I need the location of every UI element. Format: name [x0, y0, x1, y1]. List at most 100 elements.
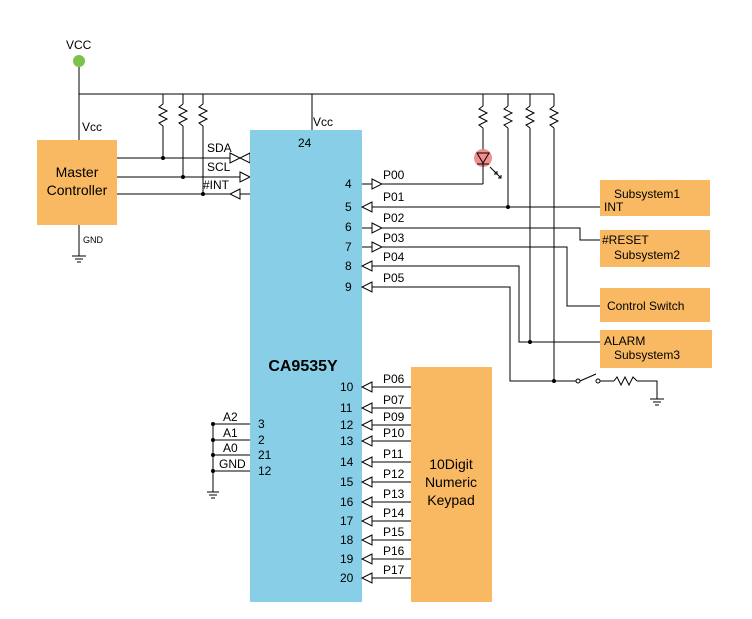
input-arrow-icon — [360, 496, 373, 508]
keypad-pin-row: 13 P10 — [340, 426, 411, 448]
gnd-pin-label: GND — [219, 457, 246, 471]
master-title-line2: Controller — [47, 182, 108, 198]
subsystem1-title: Subsystem1 — [614, 187, 680, 201]
subsystem1-int-label: INT — [604, 200, 624, 214]
ground-icon — [72, 255, 86, 263]
io-wires-top — [360, 178, 600, 383]
input-arrow-icon — [360, 435, 373, 447]
keypad-pin-signal: P14 — [383, 506, 405, 520]
ground-icon — [207, 491, 219, 499]
keypad-pin-signal: P07 — [383, 393, 405, 407]
master-controller: Vcc Master Controller GND — [37, 120, 117, 263]
keypad-pin-number: 18 — [340, 533, 354, 547]
pin-12-gnd: 12 — [258, 464, 272, 478]
keypad-pin-row: 18 P15 — [340, 525, 411, 547]
ground-icon — [650, 398, 664, 406]
pin-4: 4 — [345, 177, 352, 191]
input-arrow-icon — [360, 515, 373, 527]
master-vcc-label: Vcc — [82, 120, 102, 134]
keypad-pin-number: 20 — [340, 571, 354, 585]
chip-vcc-pin: 24 — [298, 136, 312, 150]
keypad-pin-number: 14 — [340, 455, 354, 469]
p00-label: P00 — [383, 168, 405, 182]
keypad-pin-signal: P06 — [383, 372, 405, 386]
keypad-pin-row: 17 P14 — [340, 506, 411, 528]
keypad-pin-row: 16 P13 — [340, 487, 411, 509]
input-arrow-icon — [360, 381, 373, 393]
push-switch — [575, 373, 664, 406]
keypad-pin-number: 17 — [340, 514, 354, 528]
subsystem3-alarm-label: ALARM — [604, 334, 645, 348]
keypad-pin-signal: P13 — [383, 487, 405, 501]
keypad-pin-signal: P09 — [383, 410, 405, 424]
p05-label: P05 — [383, 271, 405, 285]
control-switch-title: Control Switch — [607, 299, 684, 313]
ca9535y-chip: Vcc 24 CA9535Y — [250, 115, 362, 602]
bus-pullups — [157, 94, 209, 194]
vcc-label: VCC — [66, 38, 92, 52]
keypad-line3: Keypad — [427, 492, 474, 508]
keypad-pin-number: 16 — [340, 495, 354, 509]
input-arrow-icon — [360, 456, 373, 468]
int-label: #INT — [203, 178, 230, 192]
keypad-pin-row: 20 P17 — [340, 563, 411, 585]
keypad-pin-number: 15 — [340, 475, 354, 489]
status-led — [474, 149, 502, 184]
keypad-line2: Numeric — [425, 474, 477, 490]
keypad-pin-number: 19 — [340, 552, 354, 566]
p01-label: P01 — [383, 190, 405, 204]
control-switch-box: Control Switch — [600, 288, 710, 322]
subsystem1-box: Subsystem1 INT — [600, 180, 710, 216]
i2c-bus — [117, 152, 252, 200]
pin-5: 5 — [345, 200, 352, 214]
keypad-pin-number: 11 — [340, 401, 353, 415]
vcc-node — [73, 55, 85, 67]
subsystem2-title: Subsystem2 — [614, 248, 680, 262]
subsystem2-reset-label: #RESET — [602, 233, 649, 247]
keypad-pin-number: 12 — [340, 418, 354, 432]
keypad-pin-signal: P10 — [383, 426, 405, 440]
keypad-pin-row: 12 P09 — [340, 410, 411, 432]
p04-label: P04 — [383, 250, 405, 264]
keypad-pin-number: 10 — [340, 380, 354, 394]
chip-vcc-label: Vcc — [313, 115, 333, 129]
keypad-pin-row: 11 P07 — [340, 393, 411, 415]
keypad-io-pins: 10 P06 11 P07 12 P09 13 P10 14 P11 15 P12 16 P13 17 P14… — [340, 372, 411, 585]
master-gnd-label: GND — [83, 235, 104, 245]
keypad-pin-row: 19 P16 — [340, 544, 411, 566]
pin-7: 7 — [345, 240, 352, 254]
keypad-pin-signal: P17 — [383, 563, 405, 577]
input-arrow-icon — [360, 534, 373, 546]
input-arrow-icon — [360, 476, 373, 488]
a2-label: A2 — [223, 410, 238, 424]
keypad-pin-signal: P16 — [383, 544, 405, 558]
keypad-pin-signal: P11 — [383, 447, 404, 461]
a0-label: A0 — [223, 441, 238, 455]
keypad-line1: 10Digit — [429, 456, 473, 472]
vcc-source: VCC — [66, 38, 92, 140]
subsystem3-title: Subsystem3 — [614, 348, 680, 362]
keypad-pin-signal: P15 — [383, 525, 405, 539]
pin-8: 8 — [345, 259, 352, 273]
pin-2: 2 — [258, 433, 265, 447]
a1-label: A1 — [223, 426, 238, 440]
pin-21: 21 — [258, 448, 272, 462]
subsystem3-box: ALARM Subsystem3 — [600, 330, 712, 368]
keypad-pin-row: 15 P12 — [340, 467, 411, 489]
keypad-pin-signal: P12 — [383, 467, 405, 481]
sda-label: SDA — [207, 141, 232, 155]
p03-label: P03 — [383, 231, 405, 245]
input-arrow-icon — [360, 402, 373, 414]
input-arrow-icon — [360, 572, 373, 584]
scl-label: SCL — [207, 160, 231, 174]
master-title-line1: Master — [56, 164, 99, 180]
pin-3: 3 — [258, 417, 265, 431]
numeric-keypad: 10Digit Numeric Keypad — [411, 367, 492, 602]
pin-6: 6 — [345, 220, 352, 234]
io-pin-labels-top: 4 5 6 7 8 9 P00 P01 P02 P03 P04 P05 — [345, 168, 405, 294]
io-pullups — [477, 94, 560, 381]
keypad-pin-row: 14 P11 — [340, 447, 411, 469]
keypad-pin-number: 13 — [340, 434, 354, 448]
input-arrow-icon — [360, 419, 373, 431]
